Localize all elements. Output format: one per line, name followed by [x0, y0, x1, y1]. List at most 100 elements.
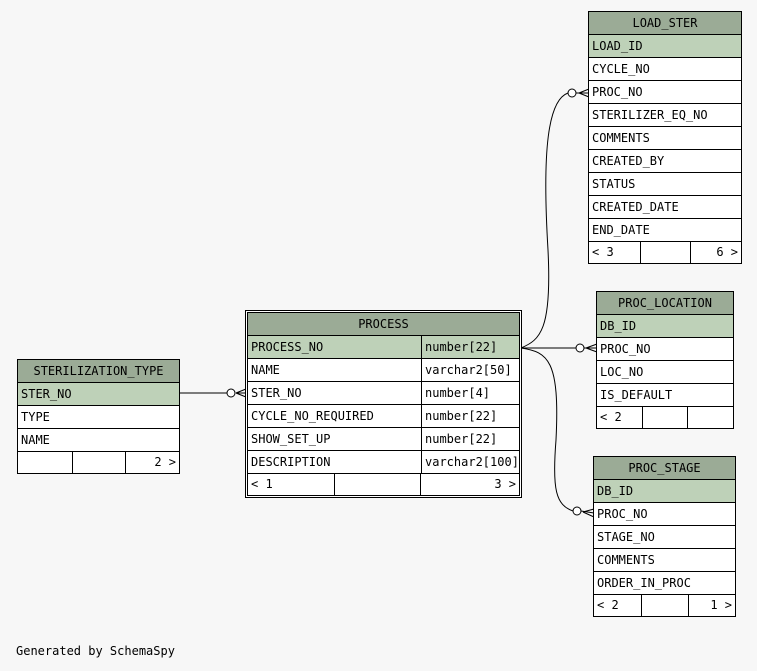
table-name: LOAD_STER — [589, 12, 741, 35]
table-name: PROCESS — [248, 313, 519, 336]
pk-row: PROCESS_NO number[22] — [248, 336, 519, 359]
column-name: PROC_NO — [600, 342, 651, 356]
pk-row: DB_ID — [594, 480, 735, 503]
table-proc-location[interactable]: PROC_LOCATION DB_ID PROC_NO LOC_NO IS_DE… — [596, 291, 734, 429]
column-name: LOAD_ID — [592, 39, 643, 53]
column-name: PROC_NO — [597, 507, 648, 521]
link-crowfoot — [580, 508, 595, 518]
column-row: PROC_NO — [589, 81, 741, 104]
footer-spacer — [73, 452, 126, 473]
footer-spacer — [643, 407, 688, 428]
pk-row: STER_NO — [18, 383, 179, 406]
link-process-loadster — [520, 92, 569, 349]
generated-by-label: Generated by SchemaSpy — [16, 644, 175, 658]
column-name: CREATED_BY — [592, 154, 665, 168]
column-name: DESCRIPTION — [251, 455, 331, 469]
table-name: PROC_LOCATION — [597, 292, 733, 315]
parent-count: < 2 — [594, 595, 642, 616]
table-sterilization-type[interactable]: STERILIZATION_TYPE STER_NO TYPE NAME 2 > — [17, 359, 180, 474]
column-type: number[22] — [421, 428, 519, 450]
table-process[interactable]: PROCESS PROCESS_NO number[22] NAME varch… — [245, 310, 522, 498]
link-crowfoot — [235, 388, 247, 398]
footer-spacer — [335, 474, 421, 495]
column-name: ORDER_IN_PROC — [597, 576, 691, 590]
column-row: NAME — [18, 429, 179, 452]
table-load-ster[interactable]: LOAD_STER LOAD_ID CYCLE_NO PROC_NO STERI… — [588, 11, 742, 264]
parent-count: < 2 — [597, 407, 643, 428]
child-count: 1 > — [710, 598, 732, 612]
column-type: varchar2[50] — [421, 359, 519, 381]
column-name: DB_ID — [597, 484, 634, 498]
column-row: END_DATE — [589, 219, 741, 242]
column-row: CYCLE_NO — [589, 58, 741, 81]
column-row: PROC_NO — [594, 503, 735, 526]
column-name: COMMENTS — [592, 131, 650, 145]
column-row: STER_NO number[4] — [248, 382, 519, 405]
column-name: CYCLE_NO_REQUIRED — [251, 409, 374, 423]
child-count: 3 > — [494, 477, 516, 491]
column-row: TYPE — [18, 406, 179, 429]
column-row: STAGE_NO — [594, 526, 735, 549]
column-name: NAME — [251, 363, 280, 377]
column-row: LOC_NO — [597, 361, 733, 384]
table-name: STERILIZATION_TYPE — [18, 360, 179, 383]
column-name: TYPE — [21, 410, 50, 424]
column-row: CYCLE_NO_REQUIRED number[22] — [248, 405, 519, 428]
table-footer: < 2 — [597, 407, 733, 428]
column-row: COMMENTS — [589, 127, 741, 150]
pk-row: DB_ID — [597, 315, 733, 338]
child-count — [688, 407, 733, 428]
table-footer: < 1 3 > — [248, 474, 519, 495]
parent-count: < 1 — [248, 474, 335, 495]
table-footer: < 2 1 > — [594, 595, 735, 616]
column-type: number[22] — [421, 336, 519, 358]
child-count: 6 > — [716, 245, 738, 259]
column-row: SHOW_SET_UP number[22] — [248, 428, 519, 451]
column-name: CREATED_DATE — [592, 200, 679, 214]
column-name: PROCESS_NO — [251, 340, 324, 354]
column-row: ORDER_IN_PROC — [594, 572, 735, 595]
footer-spacer — [641, 242, 691, 263]
link-optional-circle — [226, 388, 236, 398]
column-row: PROC_NO — [597, 338, 733, 361]
link-optional-circle — [575, 343, 585, 353]
column-name: STAGE_NO — [597, 530, 655, 544]
column-name: STER_NO — [251, 386, 302, 400]
column-name: PROC_NO — [592, 85, 643, 99]
column-row: CREATED_DATE — [589, 196, 741, 219]
table-proc-stage[interactable]: PROC_STAGE DB_ID PROC_NO STAGE_NO COMMEN… — [593, 456, 736, 617]
column-type: varchar2[100] — [421, 451, 519, 473]
parent-count: < 3 — [589, 242, 641, 263]
child-count: 2 > — [154, 455, 176, 469]
column-name: CYCLE_NO — [592, 62, 650, 76]
parent-count — [18, 452, 73, 473]
column-name: COMMENTS — [597, 553, 655, 567]
table-footer: 2 > — [18, 452, 179, 473]
column-name: STER_NO — [21, 387, 72, 401]
column-row: NAME varchar2[50] — [248, 359, 519, 382]
table-name: PROC_STAGE — [594, 457, 735, 480]
column-row: DESCRIPTION varchar2[100] — [248, 451, 519, 474]
pk-row: LOAD_ID — [589, 35, 741, 58]
column-name: IS_DEFAULT — [600, 388, 673, 402]
column-row: STERILIZER_EQ_NO — [589, 104, 741, 127]
column-name: SHOW_SET_UP — [251, 432, 331, 446]
column-row: IS_DEFAULT — [597, 384, 733, 407]
column-name: STERILIZER_EQ_NO — [592, 108, 708, 122]
link-process-procstage — [520, 347, 574, 512]
link-crowfoot — [584, 343, 598, 353]
column-type: number[4] — [421, 382, 519, 404]
column-row: COMMENTS — [594, 549, 735, 572]
column-type: number[22] — [421, 405, 519, 427]
column-row: STATUS — [589, 173, 741, 196]
column-name: LOC_NO — [600, 365, 644, 379]
column-name: DB_ID — [600, 319, 637, 333]
link-optional-circle — [572, 506, 582, 516]
column-name: STATUS — [592, 177, 636, 191]
column-name: NAME — [21, 433, 50, 447]
footer-spacer — [642, 595, 689, 616]
link-optional-circle — [567, 88, 577, 98]
table-footer: < 3 6 > — [589, 242, 741, 263]
column-name: END_DATE — [592, 223, 650, 237]
